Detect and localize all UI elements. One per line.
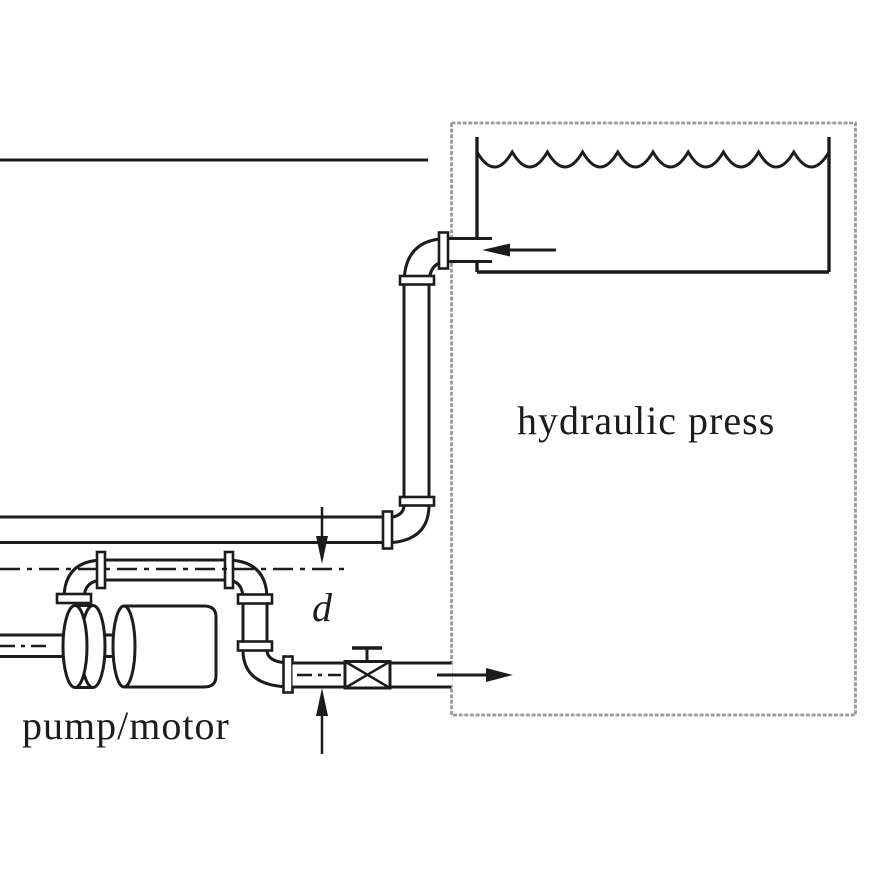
fluid-surface-wave: [475, 149, 831, 169]
dimension-d: d: [312, 507, 333, 754]
valve-cross: [344, 660, 391, 690]
flange-discharge: [282, 655, 294, 694]
flange-stub: [437, 231, 450, 270]
motor-end-cap: [111, 604, 137, 689]
drop-pipe-walls: [241, 600, 269, 645]
flange-riser-top: [398, 274, 436, 286]
press-enclosure: [450, 121, 857, 717]
pump-motor-assembly: [0, 604, 218, 689]
dimension-arrow-down-head: [316, 536, 328, 564]
flange-drop-top: [236, 593, 274, 605]
pump-front-cap: [61, 604, 89, 689]
motor-body-fill: [124, 606, 216, 687]
riser-pipe-fill: [405, 280, 428, 508]
press-inflow-arrow-head: [486, 668, 513, 682]
motor-end-cap-fill: [113, 606, 135, 687]
dimension-arrow-up-head: [316, 688, 328, 716]
riser-pipe-walls: [402, 280, 431, 508]
pump-front-cap-fill: [63, 605, 87, 688]
reservoir-tank: [475, 137, 831, 274]
tank-outflow-arrow: [482, 243, 556, 257]
flange-riser-bottom: [398, 495, 436, 507]
drop-pipe-fill: [244, 598, 266, 646]
flange-pump-suction: [55, 592, 93, 605]
tank-outflow-arrow-head: [482, 243, 510, 257]
valve-body: [343, 660, 392, 690]
gate-valve: [343, 646, 392, 690]
motor-body-outline: [124, 604, 218, 689]
tank-inlet-stub-fill: [448, 240, 492, 260]
flange-drop-bottom: [236, 640, 274, 652]
loop-top-pipe-walls: [104, 558, 226, 582]
press-label: hydraulic press: [517, 398, 775, 443]
press-inflow-arrow: [437, 668, 513, 682]
dimension-label: d: [312, 585, 333, 630]
suction-piping: [0, 231, 492, 550]
pump-rear-cap-fill: [81, 605, 105, 688]
header-pipe-fill: [0, 518, 384, 541]
flange-header-end: [381, 510, 394, 550]
press-enclosure-border: [450, 121, 857, 717]
flange-loop-left: [95, 550, 107, 590]
pump-motor-label: pump/motor: [22, 703, 230, 748]
tank-inlet-stub-walls: [448, 237, 492, 263]
